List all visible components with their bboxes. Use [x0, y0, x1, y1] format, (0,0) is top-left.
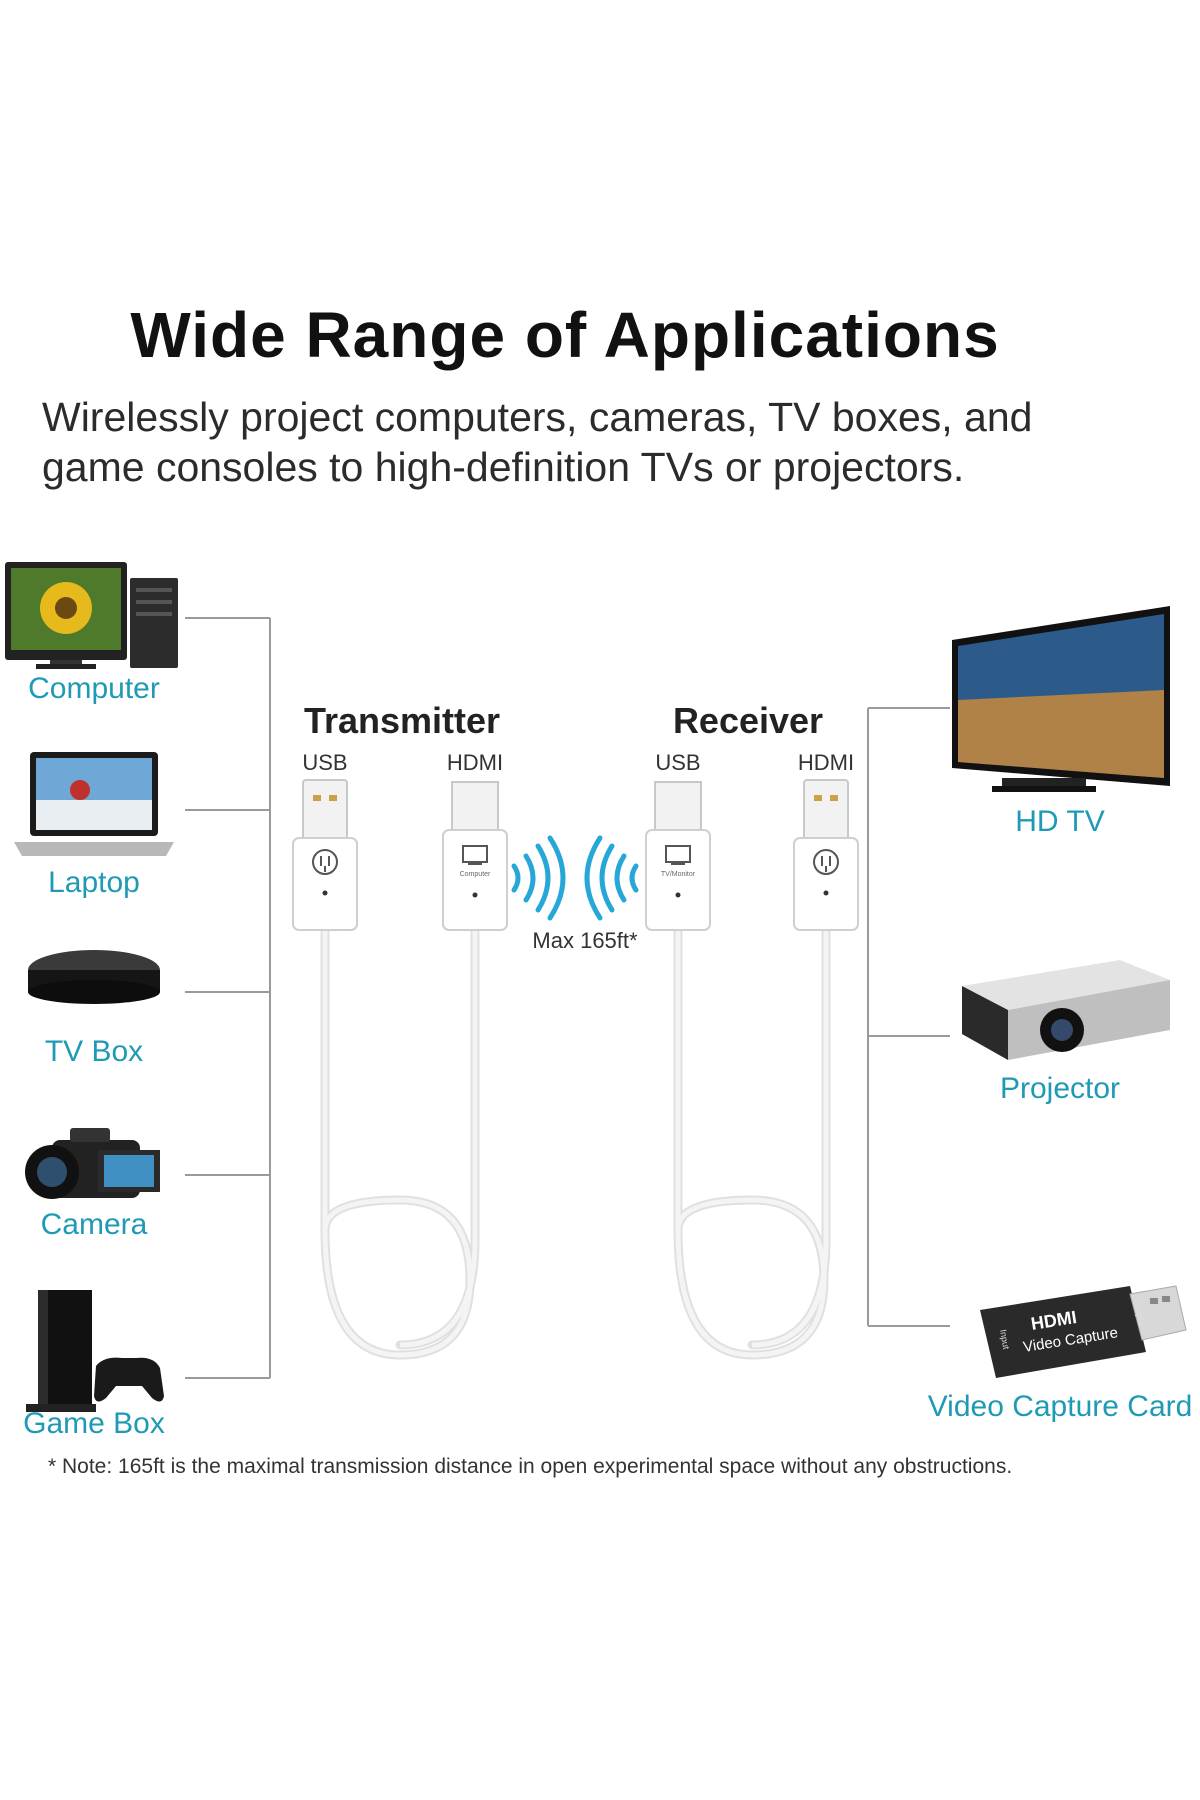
display-label-hd-tv: HD TV — [1015, 805, 1105, 838]
receiver-dongle-text: TV/Monitor — [661, 871, 696, 878]
computer-icon — [5, 562, 178, 669]
source-label-game-box: Game Box — [23, 1407, 165, 1440]
display-label-projector: Projector — [999, 1072, 1121, 1105]
wifi-signal-out-icon — [511, 835, 566, 921]
transmitter-usb-dongle — [292, 779, 358, 931]
power-plug-icon — [312, 849, 338, 875]
camcorder-icon — [25, 1128, 160, 1199]
source-label-camera: Camera — [40, 1208, 148, 1241]
source-label-laptop: Laptop — [48, 866, 140, 899]
laptop-icon — [14, 752, 174, 856]
transmitter-usb-label: USB — [302, 750, 348, 775]
capture-card-input: Input — [998, 1329, 1011, 1351]
power-plug-icon — [813, 849, 839, 875]
source-bracket — [185, 617, 271, 1379]
page-title: Wide Range of Applications — [130, 299, 1000, 371]
source-label-tv-box: TV Box — [44, 1035, 144, 1068]
receiver-title: Receiver — [672, 700, 824, 741]
transmitter-dongle-text: Computer — [460, 871, 491, 878]
max-distance-label: Max 165ft* — [532, 928, 638, 953]
transmitter-title: Transmitter — [303, 700, 501, 741]
wifi-signal-in-icon — [584, 835, 639, 921]
receiver-usb-dongle — [793, 779, 859, 931]
tv-box-icon — [28, 950, 160, 1004]
receiver-cable-highlight — [675, 925, 829, 1358]
source-label-computer: Computer — [28, 672, 160, 705]
transmitter-cable-highlight — [322, 925, 478, 1358]
capture-card-output: Output — [1132, 1299, 1147, 1328]
video-capture-card-icon: HDMI Video Capture Input Output — [980, 1285, 1187, 1378]
transmitter-cable — [320, 920, 480, 1360]
display-bracket — [867, 707, 950, 1327]
transmitter-hdmi-label: HDMI — [446, 750, 504, 775]
hd-tv-icon — [952, 606, 1170, 792]
receiver-cable — [673, 920, 831, 1360]
receiver-hdmi-label: HDMI — [797, 750, 855, 775]
subtitle-line-2: game consoles to high-definition TVs or … — [42, 444, 965, 490]
receiver-usb-label: USB — [655, 750, 701, 775]
footnote: * Note: 165ft is the maximal transmissio… — [48, 1455, 1013, 1478]
game-console-icon — [26, 1290, 164, 1412]
display-label-video-capture-card: Video Capture Card — [927, 1390, 1193, 1423]
transmitter-hdmi-dongle: Computer — [442, 781, 508, 931]
projector-icon — [962, 960, 1170, 1060]
receiver-hdmi-dongle: TV/Monitor — [645, 781, 711, 931]
subtitle-line-1: Wirelessly project computers, cameras, T… — [42, 394, 1033, 440]
